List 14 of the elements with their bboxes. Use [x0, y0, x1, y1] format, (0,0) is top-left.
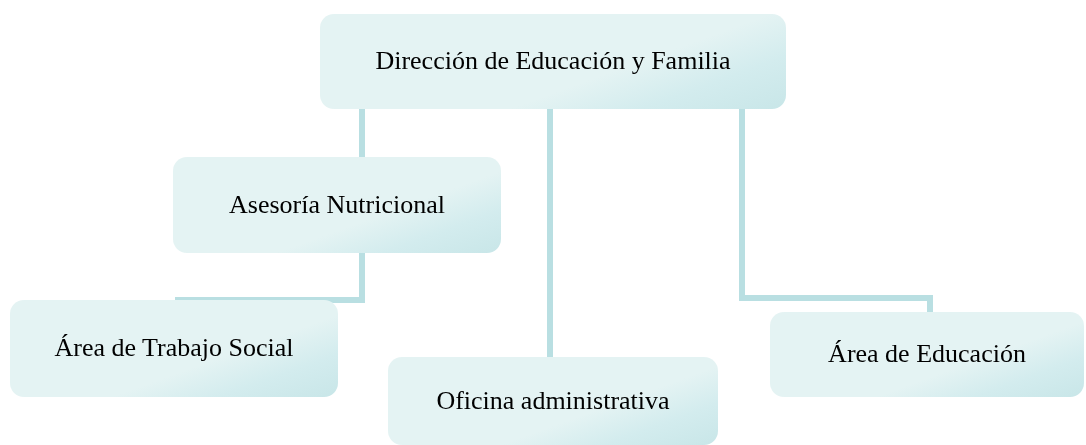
connector-line: [359, 109, 365, 157]
box-label: Oficina administrativa: [436, 386, 670, 416]
org-box: [388, 357, 718, 445]
org-box: [320, 14, 786, 109]
box-label: Dirección de Educación y Familia: [375, 47, 731, 76]
connector-line: [547, 109, 553, 357]
connector-line: [172, 253, 365, 303]
box-label: Área de Trabajo Social: [54, 334, 294, 363]
box-label: Asesoría Nutricional: [229, 190, 445, 220]
org-box: [10, 300, 338, 397]
box-label: Área de Educación: [828, 340, 1026, 369]
org-box: [173, 157, 501, 253]
org-box: [770, 312, 1084, 397]
connector-line: [739, 109, 933, 312]
